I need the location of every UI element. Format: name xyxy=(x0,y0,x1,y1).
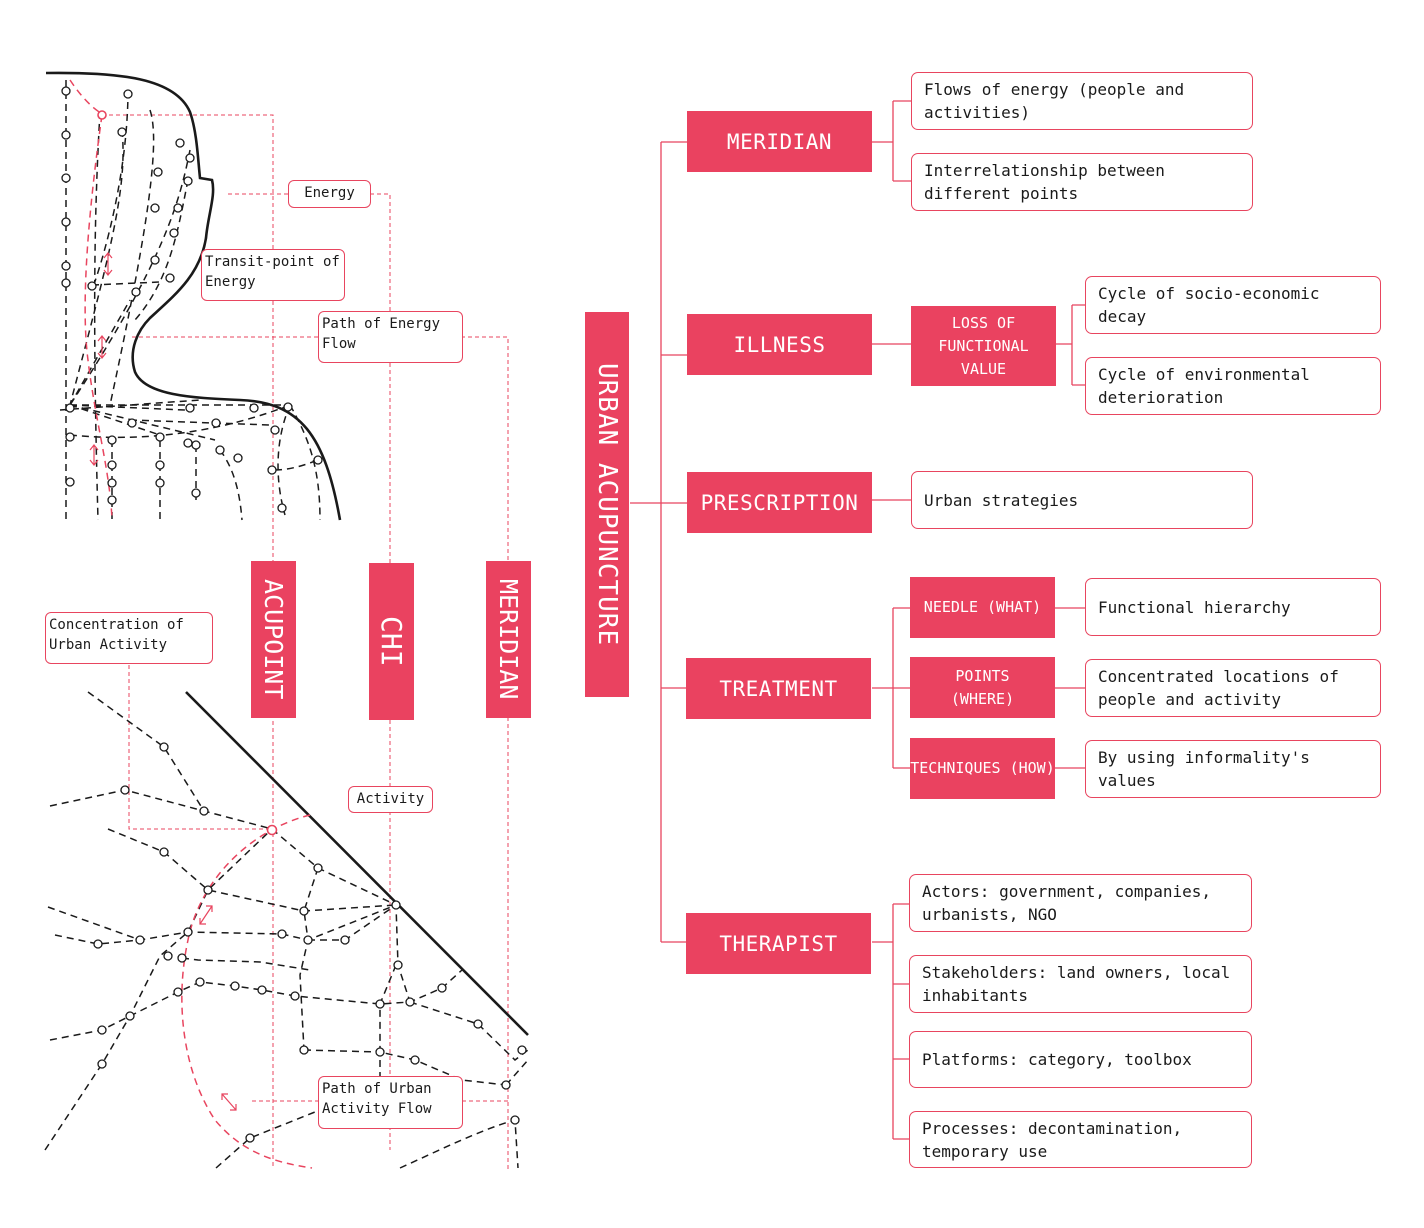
body-illustration xyxy=(45,71,342,521)
prescription-category: PRESCRIPTION xyxy=(687,472,872,533)
acupoint-bar: ACUPOINT xyxy=(251,561,296,718)
therapist-item-platforms: Platforms: category, toolbox xyxy=(909,1031,1252,1088)
meridian-connector xyxy=(872,100,912,182)
treatment-category: TREATMENT xyxy=(686,658,871,719)
loss-of-functional-value: LOSS OF FUNCTIONAL VALUE xyxy=(911,306,1056,386)
illness-category: ILLNESS xyxy=(687,314,872,375)
path-of-energy-label: Path of Energy Flow xyxy=(318,311,463,363)
boundary-line xyxy=(185,691,529,1036)
therapist-item-actors: Actors: government, companies, urbanists… xyxy=(909,874,1252,932)
chi-bar: CHI xyxy=(369,563,414,720)
treatment-item-informality: By using informality's values xyxy=(1085,740,1381,798)
city-illustration xyxy=(44,691,529,1169)
meridian-item-flows: Flows of energy (people and activities) xyxy=(911,72,1253,130)
therapist-category: THERAPIST xyxy=(686,913,871,974)
illness-item-socio-economic: Cycle of socio-economic decay xyxy=(1085,276,1381,334)
needle-what: NEEDLE (WHAT) xyxy=(910,577,1055,638)
treatment-item-functional-hierarchy: Functional hierarchy xyxy=(1085,578,1381,636)
therapist-item-processes: Processes: decontamination, temporary us… xyxy=(909,1111,1252,1168)
activity-label: Activity xyxy=(348,786,433,813)
concentration-label: Concentration of Urban Activity xyxy=(45,612,213,664)
illness-connector xyxy=(872,304,1086,386)
meridian-bar: MERIDIAN xyxy=(486,561,531,718)
points-where: POINTS (WHERE) xyxy=(910,657,1055,718)
transit-point-label: Transit-point of Energy xyxy=(201,249,345,301)
techniques-how: TECHNIQUES (HOW) xyxy=(910,738,1055,799)
guide-lines xyxy=(102,114,509,1169)
urban-acupuncture-title: URBAN ACUPUNCTURE xyxy=(585,312,629,697)
path-of-urban-activity-label: Path of Urban Activity Flow xyxy=(318,1076,463,1129)
prescription-item-strategies: Urban strategies xyxy=(911,471,1253,529)
energy-label: Energy xyxy=(288,180,371,208)
head-outline xyxy=(45,71,342,521)
therapist-item-stakeholders: Stakeholders: land owners, local inhabit… xyxy=(909,955,1252,1013)
therapist-connector xyxy=(872,903,910,1140)
body-arrows xyxy=(89,252,113,466)
body-nodes xyxy=(61,86,323,513)
treatment-item-concentrated-locations: Concentrated locations of people and act… xyxy=(1085,659,1381,717)
city-nodes xyxy=(93,742,527,1143)
city-arrows xyxy=(199,905,237,1111)
urban-flow-path-red xyxy=(181,814,313,1169)
meridian-item-interrelationship: Interrelationship between different poin… xyxy=(911,153,1253,211)
trunk-connector xyxy=(630,141,688,943)
meridian-category: MERIDIAN xyxy=(687,111,872,172)
illness-item-environmental: Cycle of environmental deterioration xyxy=(1085,357,1381,415)
treatment-connector xyxy=(872,607,1086,769)
connector-lines xyxy=(630,100,1086,1140)
energy-path-red xyxy=(69,79,113,521)
